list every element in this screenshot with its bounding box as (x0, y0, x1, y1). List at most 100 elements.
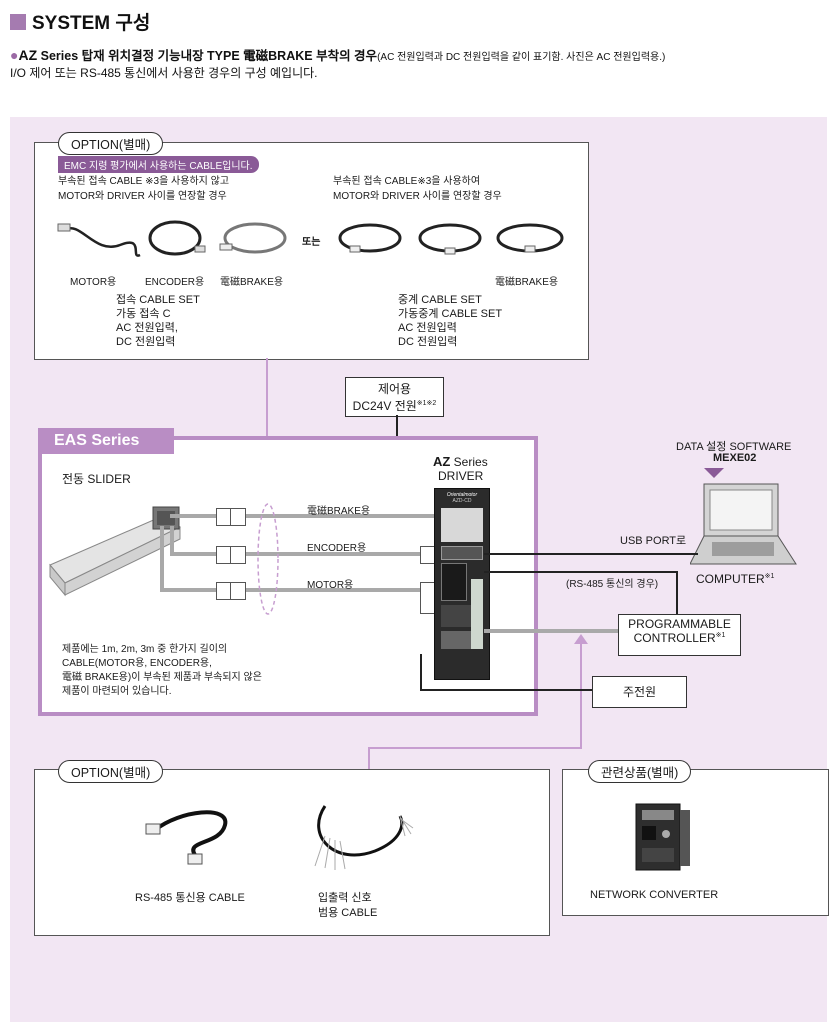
subtitle-note: (AC 전원입력과 DC 전원입력을 같이 표기함. 사진은 AC 전원입력용.… (377, 52, 666, 63)
rs485-line-v (676, 571, 678, 615)
encoder-cable-line-b (246, 552, 420, 556)
motor-cable-icon (57, 223, 141, 257)
plc-line2: CONTROLLER (633, 631, 716, 645)
relay-cable-2-icon (418, 223, 482, 255)
subtitle-main: Series 탑재 위치결정 기능내장 TYPE 電磁BRAKE 부착의 경우 (37, 49, 378, 63)
encoder-cable-vert (170, 526, 174, 556)
option-cables-illustration (57, 220, 564, 257)
right-set-3: AC 전원입력 (398, 322, 457, 334)
subtitle: ●AZ Series 탑재 위치결정 기능내장 TYPE 電磁BRAKE 부착의… (10, 45, 665, 64)
plc-box: PROGRAMMABLE CONTROLLER※1 (618, 614, 741, 656)
encoder-connector-2 (230, 546, 246, 564)
cable-label-brake-relay: 電磁BRAKE용 (495, 277, 559, 288)
page-title-text: SYSTEM 구성 (32, 13, 151, 34)
io-cable-label-2: 범용 CABLE (318, 907, 378, 919)
rs485-cable-label: RS-485 통신용 CABLE (135, 892, 245, 904)
main-power-line-h (420, 689, 592, 691)
driver-model: AZD-CD (452, 498, 472, 504)
motor-cable-vert (160, 526, 164, 592)
computer-label: COMPUTER※1 (696, 572, 774, 586)
computer-laptop-icon (690, 483, 797, 565)
left-set-4: DC 전원입력 (116, 336, 176, 348)
relay-cable-3-icon (496, 223, 564, 253)
software-line2: MEXE02 (713, 452, 757, 464)
option-top-box (34, 142, 589, 360)
option-ellipse-marker (257, 503, 279, 615)
io-option-link-v (580, 644, 582, 748)
motor-cable-line-b (246, 588, 420, 592)
or-label: 또는 (302, 237, 321, 248)
plc-note: ※1 (715, 632, 726, 639)
cable-label-encoder: ENCODER용 (145, 277, 205, 288)
software-line1: DATA 설정 SOFTWARE (676, 441, 792, 453)
rs485-label: (RS-485 통신의 경우) (566, 579, 659, 590)
left-set-2: 가동 접속 C (116, 308, 171, 320)
driver-motor-port (441, 563, 467, 601)
usb-line (484, 553, 698, 555)
io-cable-icon (314, 805, 414, 870)
cable-label-brake: 電磁BRAKE용 (220, 277, 284, 288)
eas-series-tab: EAS Series (38, 428, 174, 454)
motor-cable-line-a (160, 588, 216, 592)
left-set-3: AC 전원입력, (116, 322, 178, 334)
main-power-line-v (420, 654, 422, 690)
brake-cable-icon (219, 222, 287, 254)
encoder-cable-icon (148, 220, 206, 256)
rs485-cable-icon (145, 810, 228, 865)
left-set-1: 접속 CABLE SET (116, 294, 200, 306)
driver-top-terminal (441, 508, 483, 542)
arrow-up-icon (574, 634, 588, 644)
rs485-line-h (484, 571, 678, 573)
option-top-title: OPTION(별매) (58, 132, 164, 155)
io-option-link-h (368, 747, 582, 749)
motor-connector-2 (230, 582, 246, 600)
driver-series-label: AZ Series (433, 454, 488, 469)
main-power-label: 주전원 (622, 685, 657, 699)
left-note-2: MOTOR와 DRIVER 사이를 연장할 경우 (58, 191, 227, 202)
eas-cable-encoder-label: ENCODER용 (307, 543, 367, 554)
network-converter-label: NETWORK CONVERTER (590, 889, 719, 901)
right-set-1: 중계 CABLE SET (398, 294, 482, 306)
cable-label-motor: MOTOR용 (70, 277, 117, 288)
eas-cable-brake-label: 電磁BRAKE용 (307, 506, 371, 517)
driver-encoder-port (441, 546, 483, 560)
io-cable-line (484, 629, 618, 633)
control-power-line1: 제어용 (377, 382, 412, 396)
encoder-cable-line-a (170, 552, 216, 556)
arrow-down-icon (704, 468, 724, 478)
right-set-2: 가동중계 CABLE SET (398, 308, 503, 320)
title-square-icon (10, 13, 26, 30)
driver-unit: Orientalmotor AZD-CD (434, 488, 490, 680)
right-note-1: 부속된 접속 CABLE※3을 사용하여 (333, 176, 481, 187)
control-power-note: ※1※2 (416, 400, 437, 407)
driver-series: AZ (433, 454, 451, 469)
related-title: 관련상품(별매) (588, 760, 692, 783)
bullet-dot-icon: ● (10, 47, 19, 63)
eas-note-4: 제품이 마련되어 있습니다. (62, 686, 172, 697)
slider-illustration (49, 506, 181, 597)
eas-note-2: CABLE(MOTOR용, ENCODER용, (62, 658, 212, 669)
usb-port-label: USB PORT로 (620, 535, 687, 547)
control-power-line2: DC24V 전원 (352, 399, 417, 413)
eas-cable-motor-label: MOTOR용 (307, 580, 354, 591)
relay-cable-1-icon (338, 223, 402, 253)
driver-label: DRIVER (438, 469, 484, 483)
main-power-box: 주전원 (592, 676, 687, 708)
computer-note: ※1 (764, 573, 775, 580)
eas-note-1: 제품에는 1m, 2m, 3m 중 한가지 길이의 (62, 644, 228, 655)
left-note-1: 부속된 접속 CABLE ※3을 사용하지 않고 (58, 176, 230, 187)
brake-connector-2 (230, 508, 246, 526)
eas-note-3: 電磁 BRAKE용)이 부속된 제품과 부속되지 않은 (62, 672, 262, 683)
plc-line1: PROGRAMMABLE (628, 617, 731, 631)
description: I/O 제어 또는 RS-485 통신에서 사용한 경우의 구성 예입니다. (10, 66, 318, 80)
option-bottom-title: OPTION(별매) (58, 760, 164, 783)
network-converter-icon (635, 803, 690, 871)
right-set-4: DC 전원입력 (398, 336, 458, 348)
io-cable-label-1: 입출력 신호 (318, 892, 372, 904)
emc-badge: EMC 지령 평가에서 사용하는 CABLE입니다. (58, 156, 259, 173)
brake-cable-line-b (246, 514, 434, 518)
brake-cable-line-a (170, 514, 216, 518)
subtitle-series: AZ (18, 47, 38, 63)
related-box (562, 769, 829, 916)
driver-io-terminal (471, 579, 483, 649)
